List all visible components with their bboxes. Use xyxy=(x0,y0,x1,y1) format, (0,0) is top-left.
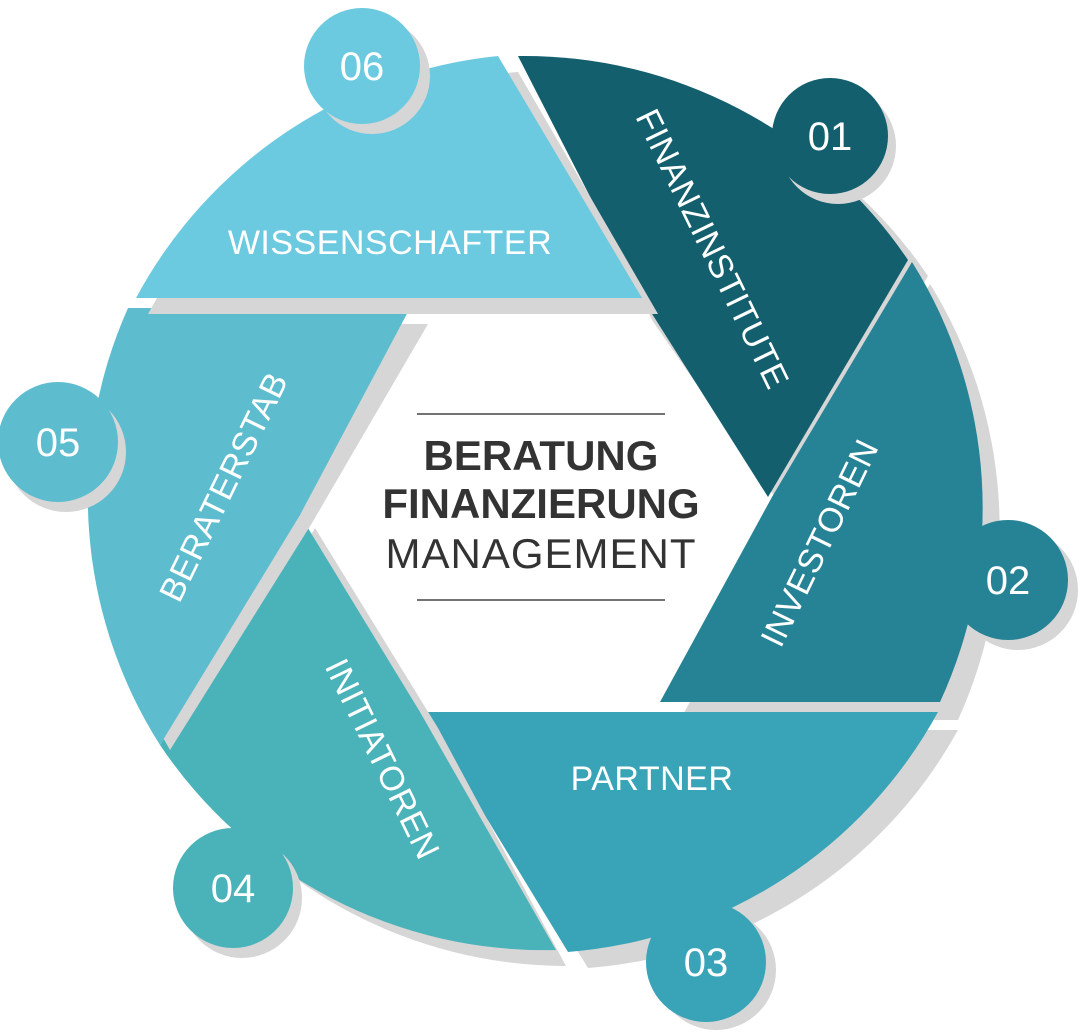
badge-02-circle xyxy=(948,520,1068,640)
badge-06: 06 xyxy=(304,8,430,134)
segment-06-shape xyxy=(136,56,642,298)
segment-05-shape xyxy=(87,308,410,745)
badge-02-number: 02 xyxy=(986,559,1031,603)
segment-06-label: WISSENSCHAFTER xyxy=(228,224,552,262)
segment-06: WISSENSCHAFTER xyxy=(136,56,658,314)
center-title-line1: BERATUNG xyxy=(424,432,659,479)
badge-01-circle xyxy=(772,78,888,194)
badge-04-number: 04 xyxy=(211,867,256,911)
segment-02-shape xyxy=(660,262,983,702)
segment-05: BERATERSTAB xyxy=(87,308,429,750)
badge-03-circle xyxy=(646,902,766,1022)
center-hexagon xyxy=(300,300,770,710)
badge-05-number: 05 xyxy=(36,421,81,465)
badge-06-number: 06 xyxy=(340,45,385,89)
badge-06-circle xyxy=(304,8,420,124)
center-title-line2: FINANZIERUNG xyxy=(382,480,699,527)
badge-02: 02 xyxy=(948,520,1078,650)
center-title-line3: MANAGEMENT xyxy=(385,530,696,577)
segment-03-label: PARTNER xyxy=(571,760,734,798)
badge-04-circle xyxy=(173,828,293,948)
badge-05-circle xyxy=(0,382,118,502)
segment-03-shape xyxy=(422,712,938,952)
badge-04: 04 xyxy=(173,828,302,958)
badge-01-number: 01 xyxy=(808,115,853,159)
badge-03: 03 xyxy=(646,902,776,1030)
badge-05: 05 xyxy=(0,382,126,512)
badge-03-number: 03 xyxy=(684,941,729,985)
badge-01: 01 xyxy=(772,78,896,204)
segment-03: PARTNER xyxy=(422,712,958,968)
